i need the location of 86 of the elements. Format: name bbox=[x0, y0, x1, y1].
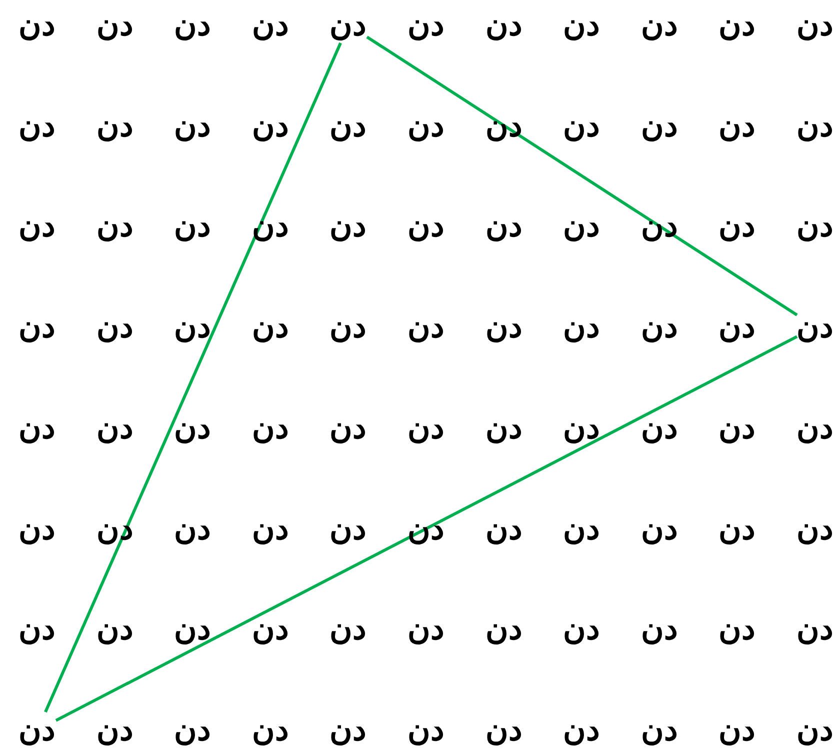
grid-text: دن bbox=[174, 7, 212, 43]
grid-text: دن bbox=[174, 611, 212, 648]
grid-text: دن bbox=[252, 410, 289, 446]
grid-text: دن bbox=[408, 712, 444, 748]
vertex-text: دن bbox=[330, 7, 367, 43]
grid-text: دن bbox=[640, 510, 678, 546]
grid-text: دن bbox=[718, 7, 756, 43]
grid-text: دن bbox=[174, 108, 212, 144]
grid-text: دن bbox=[718, 410, 756, 446]
grid-text: دن bbox=[330, 611, 367, 648]
vertex-text: دن bbox=[18, 712, 56, 748]
grid-text: دن bbox=[485, 611, 522, 648]
grid-text: دن bbox=[330, 410, 367, 446]
grid-text: دن bbox=[485, 309, 522, 346]
grid-text: دن bbox=[796, 208, 834, 244]
grid-text: دن bbox=[640, 410, 678, 446]
grid-text: دن bbox=[718, 611, 756, 648]
grid-text: دن bbox=[330, 108, 367, 144]
grid-text: دن bbox=[408, 611, 444, 648]
grid-text: دن bbox=[640, 611, 678, 648]
grid-text: دن bbox=[485, 410, 522, 446]
grid-text: دن bbox=[174, 712, 212, 748]
grid-text: دن bbox=[408, 309, 444, 346]
grid-text: دن bbox=[18, 7, 56, 43]
grid-text: دن bbox=[640, 108, 678, 144]
triangle-side-line bbox=[55, 335, 798, 722]
grid-text: دن bbox=[563, 410, 600, 446]
grid-text: دن bbox=[563, 611, 600, 648]
grid-text: دن bbox=[796, 712, 834, 748]
grid-text: دن bbox=[718, 108, 756, 144]
grid-text: دن bbox=[330, 510, 367, 546]
grid-text: دن bbox=[18, 410, 56, 446]
grid-text: دن bbox=[796, 410, 834, 446]
grid-text: دن bbox=[408, 410, 444, 446]
grid-text: دن bbox=[796, 108, 834, 144]
grid-text: دن bbox=[252, 510, 289, 546]
grid-text: دن bbox=[485, 7, 522, 43]
vertex-text: دن bbox=[796, 309, 834, 346]
grid-text: دن bbox=[718, 510, 756, 546]
grid-text: دن bbox=[718, 712, 756, 748]
grid-text: دن bbox=[563, 108, 600, 144]
grid-text: دن bbox=[252, 712, 289, 748]
grid-text: دن bbox=[174, 309, 212, 346]
grid-text: دن bbox=[330, 712, 367, 748]
grid-text: دن bbox=[718, 309, 756, 346]
grid-text: دن bbox=[18, 510, 56, 546]
grid-text: دن bbox=[485, 712, 522, 748]
grid-text: دن bbox=[408, 7, 444, 43]
grid-text: دن bbox=[252, 108, 289, 144]
grid-text: دن bbox=[174, 410, 212, 446]
grid-text: دن bbox=[252, 611, 289, 648]
grid-text: دن bbox=[563, 208, 600, 244]
grid-text: دن bbox=[485, 208, 522, 244]
grid-text: دن bbox=[796, 7, 834, 43]
grid-text: دن bbox=[96, 611, 134, 648]
grid-text: دن bbox=[96, 309, 134, 346]
grid-text: دن bbox=[563, 7, 600, 43]
grid-text: دن bbox=[796, 611, 834, 648]
grid-text: دن bbox=[96, 7, 134, 43]
grid-text: دن bbox=[640, 7, 678, 43]
grid-text: دن bbox=[718, 208, 756, 244]
grid-text: دن bbox=[640, 309, 678, 346]
grid-text: دن bbox=[640, 712, 678, 748]
grid-text: دن bbox=[252, 7, 289, 43]
grid-text: دن bbox=[563, 712, 600, 748]
grid-text: دن bbox=[485, 510, 522, 546]
grid-text: دن bbox=[330, 309, 367, 346]
grid-text: دن bbox=[408, 208, 444, 244]
grid-text: دن bbox=[330, 208, 367, 244]
grid-text: دن bbox=[18, 309, 56, 346]
grid-text: دن bbox=[96, 208, 134, 244]
grid-text: دن bbox=[96, 410, 134, 446]
grid-text: دن bbox=[96, 108, 134, 144]
grid-text: دن bbox=[18, 108, 56, 144]
grid-text: دن bbox=[252, 309, 289, 346]
grid-text: دن bbox=[96, 712, 134, 748]
grid-text: دن bbox=[18, 611, 56, 648]
grid-text: دن bbox=[796, 510, 834, 546]
grid-text: دن bbox=[563, 510, 600, 546]
grid-text: دن bbox=[408, 108, 444, 144]
grid-text: دن bbox=[18, 208, 56, 244]
grid-text: دن bbox=[174, 208, 212, 244]
grid-text: دن bbox=[563, 309, 600, 346]
triangle-side-line bbox=[366, 36, 798, 316]
triangle-side-line bbox=[44, 42, 342, 713]
grid-text: دن bbox=[174, 510, 212, 546]
